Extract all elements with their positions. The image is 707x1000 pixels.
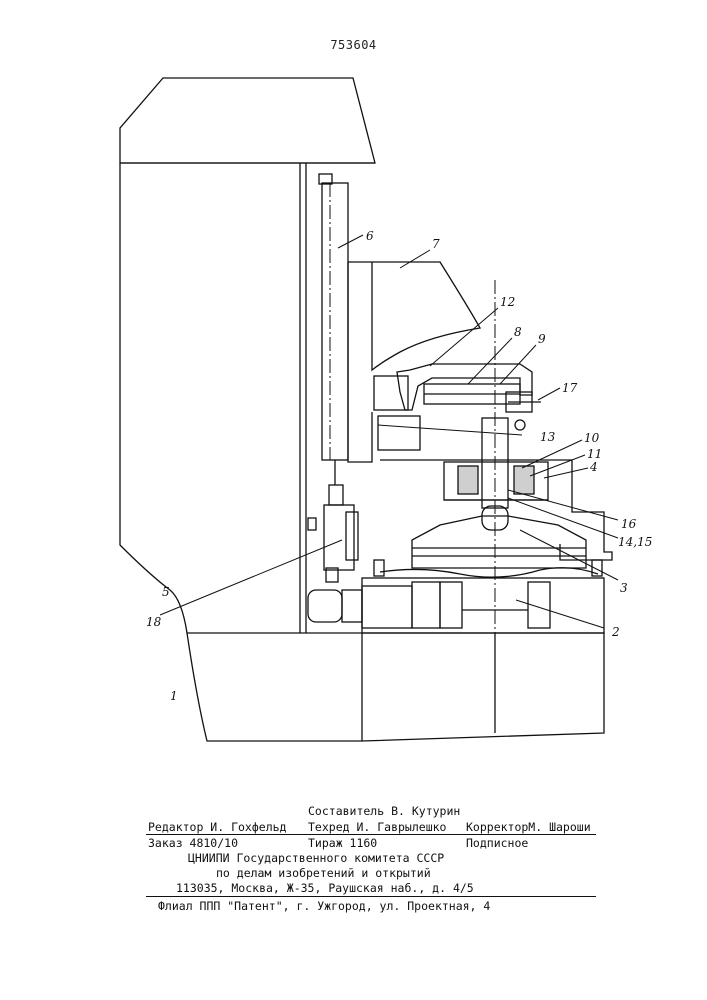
motor-terminal: [308, 518, 316, 530]
drive-coupling: [342, 590, 362, 622]
leader-11: [530, 455, 585, 476]
label-6: 6: [366, 229, 374, 243]
label-16: 16: [621, 517, 637, 531]
label-18: 18: [146, 615, 162, 629]
compiler-line: Составитель В. Кутурин: [308, 804, 460, 818]
editor-line: Редактор И. Гохфельд: [148, 820, 286, 834]
drive-gearbox: [362, 586, 412, 628]
order-line: Заказ 4810/10: [148, 836, 238, 850]
techred-line: Техред И. Гаврылешко: [308, 820, 446, 834]
leader-4: [544, 468, 588, 478]
leader-17: [538, 388, 560, 400]
label-1: 1: [170, 689, 178, 703]
bearing-right: [514, 466, 534, 494]
label-12: 12: [500, 295, 515, 309]
leader-13-line: [378, 425, 522, 435]
bearing-block-4: [380, 460, 612, 560]
label-13: 13: [540, 430, 556, 444]
column-body: [120, 163, 362, 741]
label-7: 7: [432, 237, 440, 251]
label-11: 11: [587, 447, 602, 461]
rule-bottom: [146, 896, 596, 897]
slide-rod-end: [329, 485, 343, 505]
motor-flange: [346, 512, 358, 560]
leader-8: [468, 338, 512, 384]
bearing-left: [458, 466, 478, 494]
leader-2: [516, 600, 604, 628]
branch-line: Флиал ППП "Патент", г. Ужгород, ул. Прое…: [158, 899, 490, 913]
label-5: 5: [162, 585, 170, 599]
address-line: 113035, Москва, Ж-35, Раушская наб., д. …: [176, 881, 474, 895]
label-14-15: 14,15: [618, 535, 652, 549]
label-3: 3: [620, 581, 628, 595]
label-4: 4: [589, 460, 598, 474]
drive-motor: [308, 590, 342, 622]
label-2: 2: [611, 625, 620, 639]
leader-7: [400, 250, 430, 268]
leader-3: [520, 530, 618, 580]
org-line-1: ЦНИИПИ Государственного комитета СССР: [188, 851, 444, 865]
org-line-2: по делам изобретений и открытий: [216, 866, 431, 880]
table-wave: [380, 568, 598, 577]
corrector-line: КорректорМ. Шароши: [466, 820, 591, 834]
circulation-line: Тираж 1160: [308, 836, 377, 850]
bed-block-2: [440, 582, 462, 628]
bed-block-1: [412, 582, 440, 628]
subscription-line: Подписное: [466, 836, 528, 850]
arm-7: [348, 262, 480, 370]
housing-block: [374, 376, 408, 410]
label-9: 9: [538, 332, 546, 346]
arm-7-lower: [348, 262, 372, 462]
leader-18: [160, 540, 342, 615]
label-10: 10: [584, 431, 600, 445]
leader-6: [338, 235, 363, 248]
leader-10: [522, 440, 582, 468]
leader-16: [508, 490, 618, 520]
bracket-13: [378, 416, 420, 450]
table-stop-left: [374, 560, 384, 576]
label-17: 17: [562, 381, 578, 395]
label-8: 8: [514, 325, 522, 339]
base-frame: [187, 633, 604, 741]
slide-6: [322, 183, 348, 460]
pin-17: [515, 420, 525, 430]
column-hood: [120, 78, 375, 163]
rule-top: [146, 834, 596, 835]
